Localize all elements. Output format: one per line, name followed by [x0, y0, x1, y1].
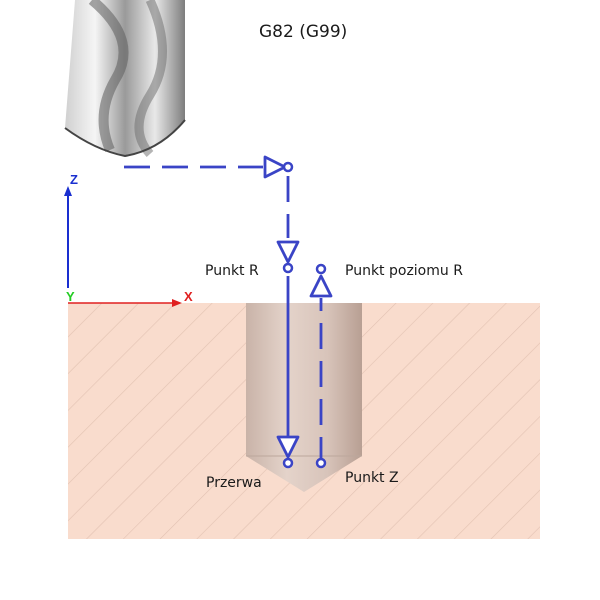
point-r-label: Punkt R [205, 263, 259, 279]
z-axis-label: Z [70, 172, 78, 187]
path-points [282, 161, 327, 469]
y-axis-label: Y [66, 289, 75, 304]
diagram-title: G82 (G99) [259, 22, 347, 42]
point-r-marker [282, 262, 294, 274]
drilled-hole [246, 303, 362, 492]
drill-bit-icon [64, 0, 186, 158]
rapid-arrow-down [276, 240, 300, 264]
coordinate-axes [64, 186, 182, 307]
point-r-level-marker [315, 263, 327, 275]
tool-path [124, 165, 323, 463]
rapid-arrow-right [263, 155, 287, 179]
pause-marker [282, 457, 294, 469]
point-r-level-label: Punkt poziomu R [345, 263, 463, 279]
point-z-label: Punkt Z [345, 470, 399, 486]
initial-point [282, 161, 294, 173]
point-z-marker [315, 457, 327, 469]
retract-arrow-up [309, 274, 333, 298]
x-axis-label: X [184, 289, 193, 304]
feed-arrow-down [276, 435, 300, 459]
pause-label: Przerwa [206, 475, 262, 491]
path-arrows [263, 155, 333, 459]
